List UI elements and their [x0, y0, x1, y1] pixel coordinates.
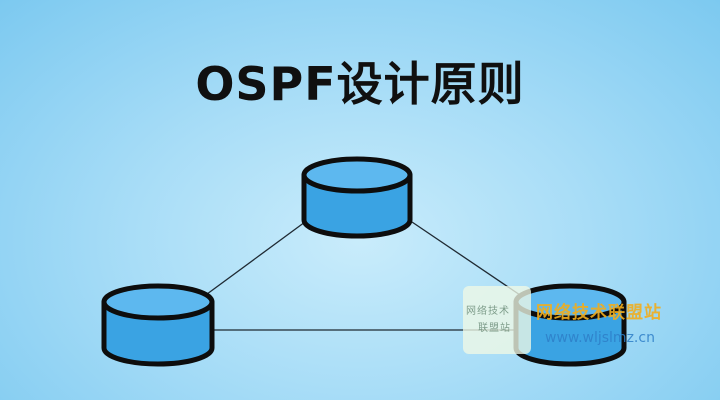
slide-title: OSPF设计原则: [195, 57, 525, 111]
link-top-left: [202, 221, 306, 298]
watermark-site-name: 网络技术联盟站: [536, 303, 662, 323]
watermark-logo-text: 网络技术 联盟站: [466, 303, 532, 337]
router-cylinder-icon: [101, 283, 215, 367]
watermark-logo-line2: 联盟站: [478, 323, 511, 334]
watermark-logo: [463, 286, 531, 354]
watermark-url: www.wljslmz.cn: [545, 330, 655, 346]
router-cylinder-icon: [301, 156, 413, 239]
watermark-logo-line1: 网络技术: [466, 306, 510, 317]
link-top-right: [411, 221, 524, 298]
